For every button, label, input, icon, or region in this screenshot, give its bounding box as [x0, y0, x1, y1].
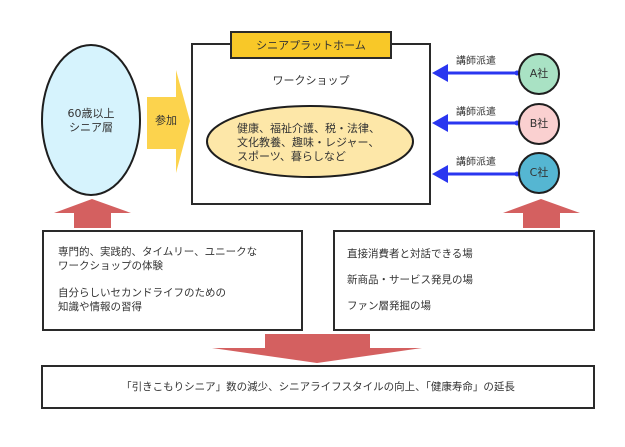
senior-benefit-line: 自分らしいセカンドライフのための: [58, 287, 226, 299]
senior-benefit-item: 専門的、実践的、タイムリー、ユニークな ワークショップの体験: [58, 245, 257, 273]
outcome-down-arrow: [212, 334, 422, 363]
senior-benefit-line: 知識や情報の習得: [58, 301, 142, 313]
company-benefit-up-arrow: [503, 199, 580, 228]
company-a-label: A社: [529, 67, 549, 80]
company-b-circle: [518, 103, 560, 145]
topics-line: 文化教養、趣味・レジャー、: [237, 136, 380, 149]
company-c-label: C社: [529, 166, 549, 179]
senior-label: 60歳以上 シニア層: [42, 107, 140, 135]
company-a-circle: [518, 53, 560, 95]
platform-title: シニアプラットホーム: [256, 39, 366, 52]
company-benefit-item: 直接消費者と対話できる場: [347, 248, 473, 260]
topics-line: スポーツ、暮らしなど: [237, 150, 346, 163]
senior-benefits-box: 専門的、実践的、タイムリー、ユニークな ワークショップの体験 自分らしいセカンド…: [42, 230, 303, 331]
participate-arrow: [147, 70, 190, 173]
company-b-label: B社: [529, 117, 549, 130]
participate-label: 参加: [155, 114, 177, 127]
topics-line: 健康、福祉介護、税・法律、: [237, 122, 380, 135]
senior-benefit-up-arrow: [54, 199, 131, 228]
senior-label-line: シニア層: [69, 121, 113, 134]
outcome-box: 「引きこもりシニア」数の減少、シニアライフスタイルの向上、「健康寿命」の延長: [41, 365, 595, 409]
topics-text: 健康、福祉介護、税・法律、 文化教養、趣味・レジャー、 スポーツ、暮らしなど: [237, 122, 380, 164]
dispatch-label-a: 講師派遣: [456, 56, 496, 67]
platform-title-bar: シニアプラットホーム: [230, 31, 392, 59]
senior-benefit-line: ワークショップの体験: [58, 260, 163, 272]
company-c-circle: [518, 152, 560, 194]
workshop-label: ワークショップ: [272, 74, 350, 87]
senior-benefit-item: 自分らしいセカンドライフのための 知識や情報の習得: [58, 286, 226, 314]
dispatch-label-c: 講師派遣: [456, 157, 496, 168]
company-benefit-item: ファン層発掘の場: [347, 300, 431, 312]
senior-benefit-line: 専門的、実践的、タイムリー、ユニークな: [58, 246, 258, 258]
company-benefit-item: 新商品・サービス発見の場: [347, 274, 473, 286]
outcome-text: 「引きこもりシニア」数の減少、シニアライフスタイルの向上、「健康寿命」の延長: [121, 381, 515, 393]
company-benefits-box: 直接消費者と対話できる場 新商品・サービス発見の場 ファン層発掘の場: [333, 230, 595, 331]
senior-ellipse: [41, 44, 141, 196]
senior-label-line: 60歳以上: [67, 107, 115, 120]
topics-ellipse: [206, 105, 414, 178]
dispatch-label-b: 講師派遣: [456, 107, 496, 118]
